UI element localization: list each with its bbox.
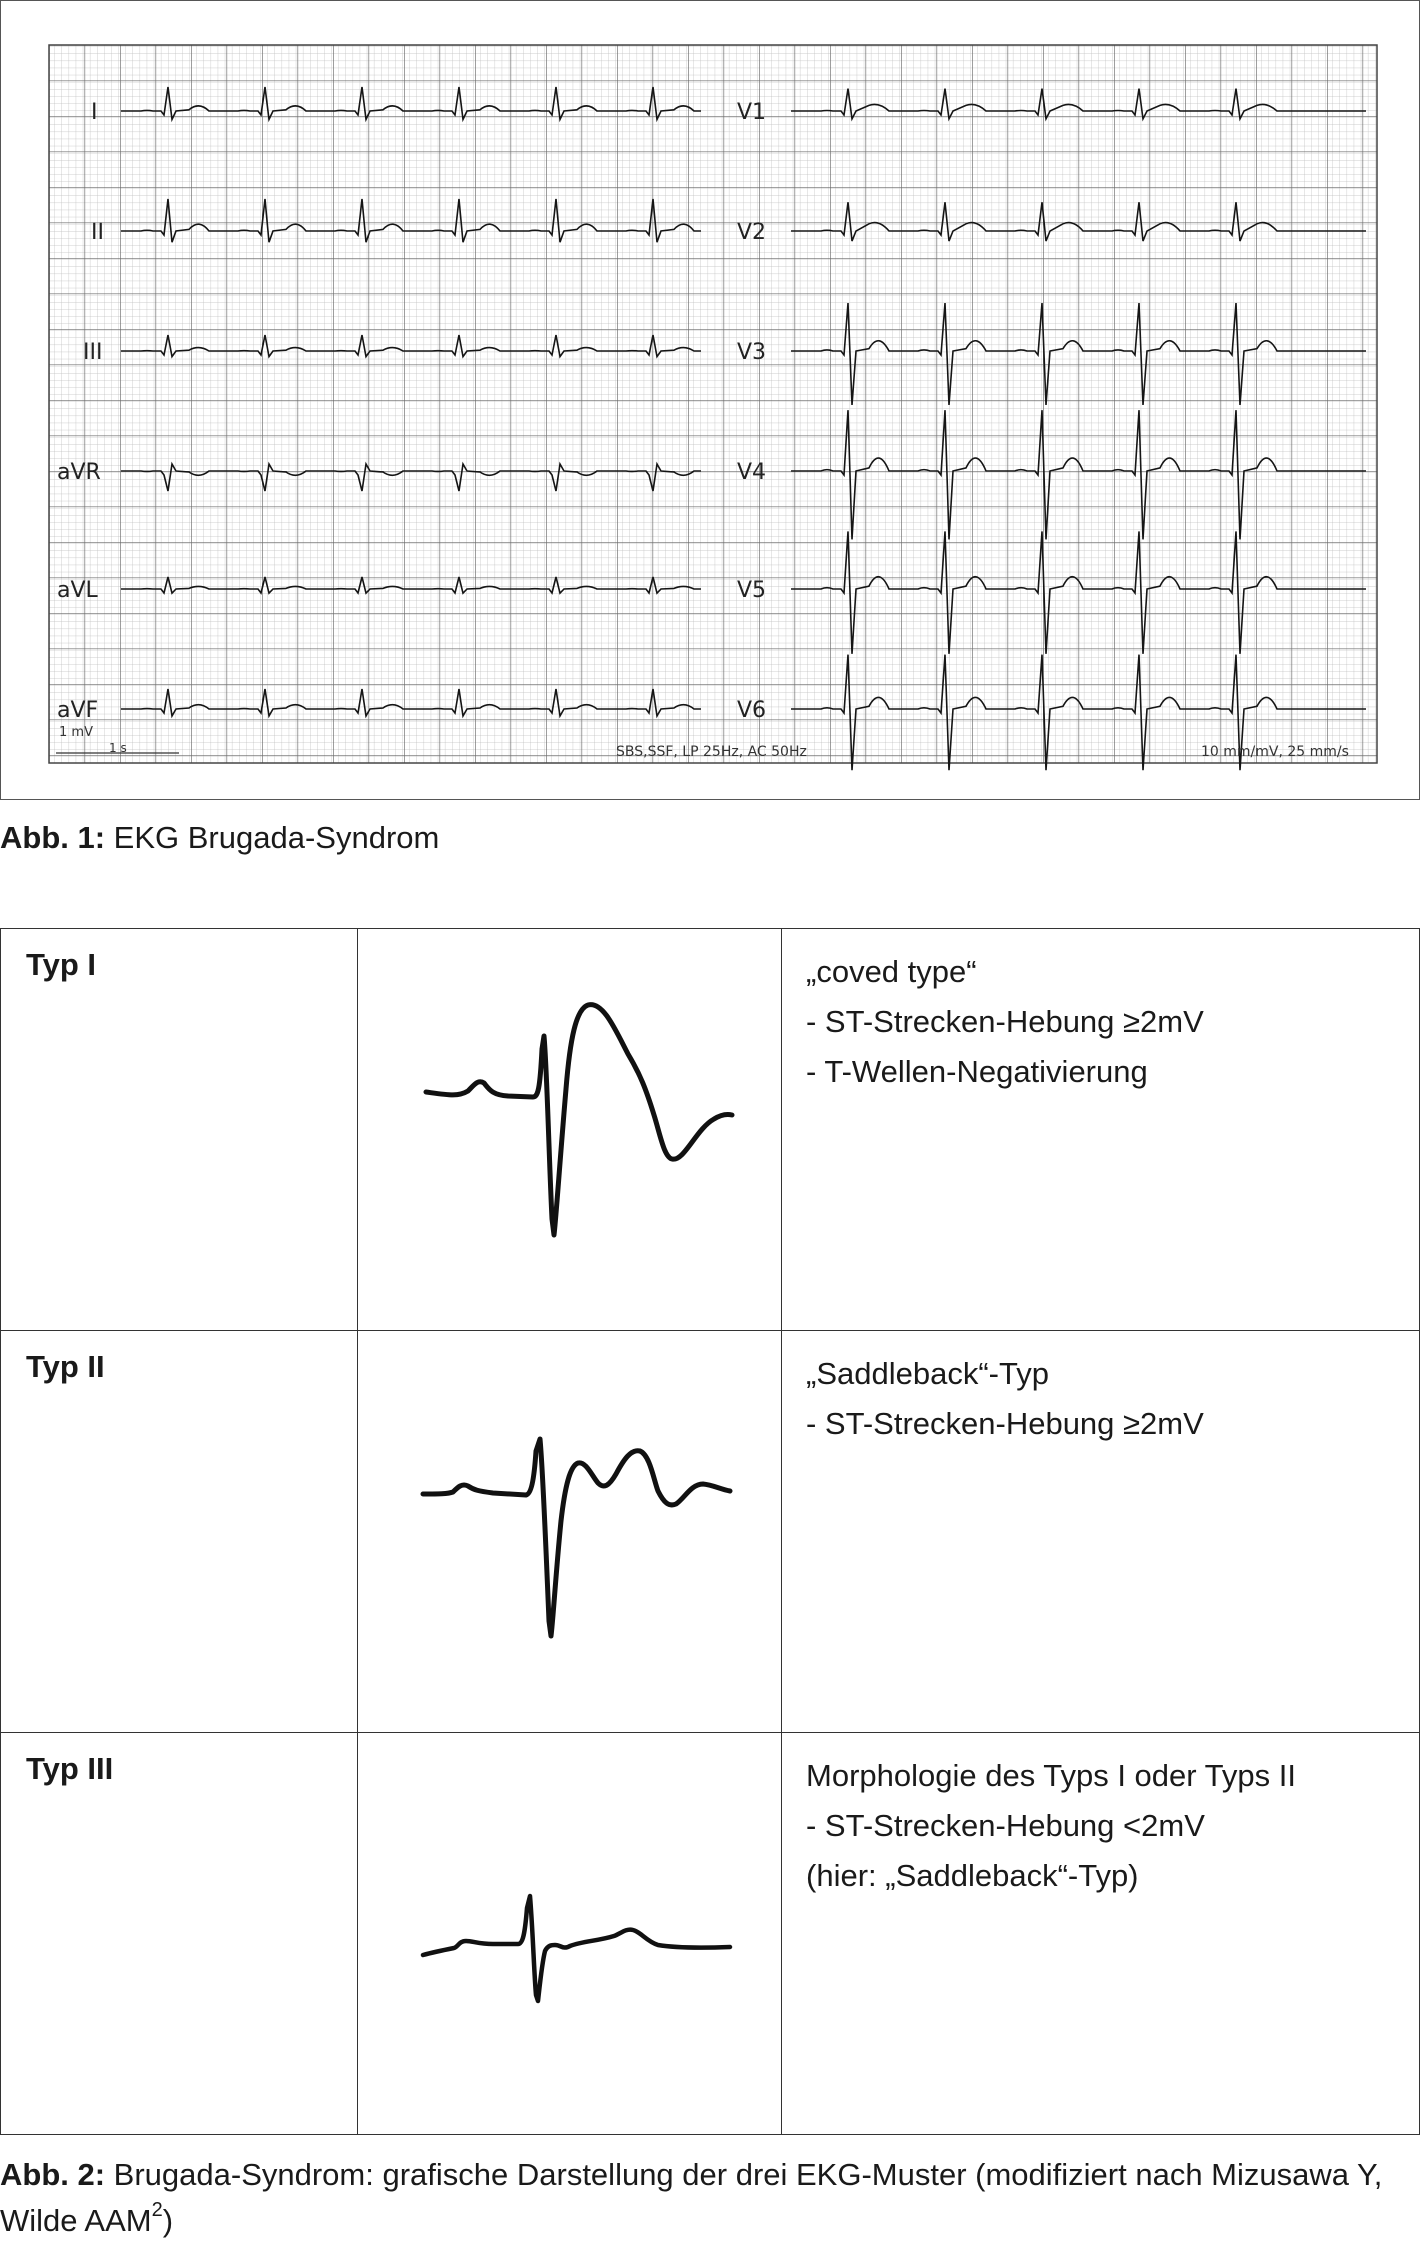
table-row: Typ II „Saddleback“-Typ - ST-Strecken-He… [0, 1330, 1420, 1733]
description-line: Morphologie des Typs I oder Typs II [806, 1758, 1296, 1793]
lead-label: aVR [57, 460, 101, 485]
figure2-caption-text: Brugada-Syndrom: grafische Darstellung d… [0, 2157, 1383, 2238]
lead-label: V1 [737, 100, 766, 125]
ecg-grid [48, 44, 1378, 764]
lead-label: aVF [57, 698, 98, 723]
description-line: - ST-Strecken-Hebung <2mV [806, 1808, 1205, 1843]
ecg-trace [121, 198, 701, 243]
ecg-trace [121, 576, 701, 595]
ecg-trace [791, 302, 1366, 406]
figure1-caption-label: Abb. 1: [0, 820, 106, 855]
waveform-cell [357, 928, 782, 1331]
ecg-trace [791, 202, 1366, 242]
calibration-label: 1 mV [59, 725, 93, 740]
lead-label: V3 [737, 340, 766, 365]
description-cell: Morphologie des Typs I oder Typs II - ST… [781, 1732, 1420, 2135]
type-label: Typ I [0, 928, 358, 1331]
description-line: „coved type“ [806, 954, 977, 989]
lead-label: V2 [737, 220, 766, 245]
brugada-pattern-table: Typ I „coved type“ - ST-Strecken-Hebung … [0, 928, 1420, 2135]
scale-label: 1 s [109, 741, 127, 755]
table-row: Typ I „coved type“ - ST-Strecken-Hebung … [0, 928, 1420, 1331]
waveform-cell [357, 1330, 782, 1733]
filter-label: SBS,SSF, LP 25Hz, AC 50Hz [616, 744, 807, 760]
lead-label: aVL [57, 578, 99, 603]
description-line: - ST-Strecken-Hebung ≥2mV [806, 1004, 1204, 1039]
ecg-traces [121, 86, 1366, 771]
type2-waveform [420, 1436, 733, 1639]
figure1-caption: Abb. 1: EKG Brugada-Syndrom [0, 815, 1420, 861]
ecg-trace [121, 461, 701, 492]
lead-label: I [91, 100, 98, 125]
type-label: Typ II [0, 1330, 358, 1733]
lead-label: V5 [737, 578, 766, 603]
type-label: Typ III [0, 1732, 358, 2135]
lead-label: II [91, 220, 104, 245]
table-row: Typ III Morphologie des Typs I oder Typs… [0, 1732, 1420, 2135]
ecg-trace [121, 86, 701, 123]
description-line: „Saddleback“-Typ [806, 1356, 1049, 1391]
ecg-trace [791, 88, 1366, 122]
figure2-caption-label: Abb. 2: [0, 2157, 106, 2192]
ecg-trace [791, 531, 1366, 654]
figure2-caption-suffix: ) [162, 2203, 174, 2238]
figure1-caption-text: EKG Brugada-Syndrom [105, 820, 440, 855]
type1-waveform [423, 1002, 735, 1238]
description-cell: „Saddleback“-Typ - ST-Strecken-Hebung ≥2… [781, 1330, 1420, 1733]
figure2-caption: Abb. 2: Brugada-Syndrom: grafische Darst… [0, 2152, 1420, 2244]
lead-label: V4 [737, 460, 766, 485]
type3-waveform [420, 1893, 733, 2004]
ecg-trace [121, 334, 701, 359]
waveform-cell [357, 1732, 782, 2135]
description-line: (hier: „Saddleback“-Typ) [806, 1858, 1139, 1893]
lead-label: V6 [737, 698, 766, 723]
description-line: - T-Wellen-Negativierung [806, 1054, 1148, 1089]
ecg-trace [791, 410, 1366, 540]
lead-label: III [83, 340, 102, 365]
description-cell: „coved type“ - ST-Strecken-Hebung ≥2mV -… [781, 928, 1420, 1331]
ecg-trace [791, 654, 1366, 771]
citation-superscript: 2 [151, 2198, 163, 2221]
description-line: - ST-Strecken-Hebung ≥2mV [806, 1406, 1204, 1441]
ecg-trace [121, 688, 701, 719]
gain-speed-label: 10 mm/mV, 25 mm/s [1201, 744, 1349, 760]
